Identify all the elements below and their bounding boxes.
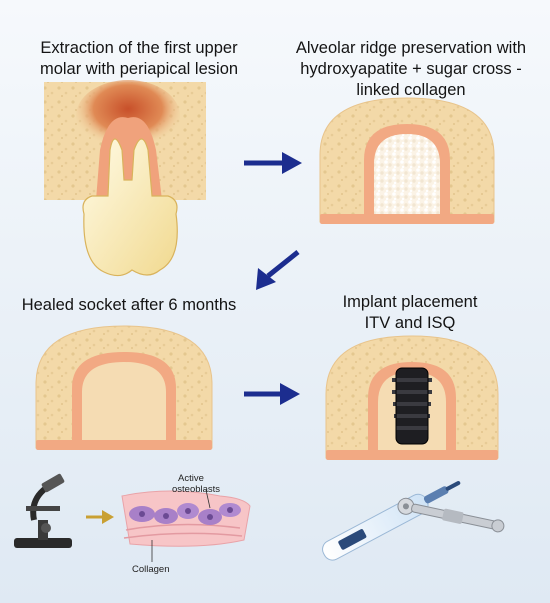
caption-ridge-preservation: Alveolar ridge preservation with hydroxy… [295, 39, 527, 99]
arrow-right-icon [86, 510, 114, 524]
ridge-preservation-illustration [319, 97, 495, 224]
label-collagen: Collagen [132, 564, 170, 575]
label-active: Active [178, 473, 204, 484]
caption-healed-socket: Healed socket after 6 months [21, 296, 237, 314]
molar-tooth [82, 138, 178, 277]
caption-extraction: Extraction of the first upper molar with… [39, 39, 239, 78]
torque-wrench-icon [397, 497, 505, 533]
caption-implant-placement: Implant placement ITV and ISQ [342, 293, 478, 332]
graft-material [374, 134, 440, 222]
arrow-down-left-icon [256, 250, 300, 290]
microscope-icon [14, 473, 72, 548]
periapical-lesion [76, 80, 180, 152]
extraction-illustration [44, 80, 206, 277]
arrow-right-icon [244, 152, 302, 174]
arrow-right-icon [244, 383, 300, 405]
histology-tissue [121, 489, 251, 562]
implant-placement-illustration [325, 335, 499, 460]
healed-socket-illustration [35, 325, 213, 450]
label-osteoblasts: osteoblasts [172, 484, 220, 495]
dental-implant-icon [392, 367, 432, 445]
